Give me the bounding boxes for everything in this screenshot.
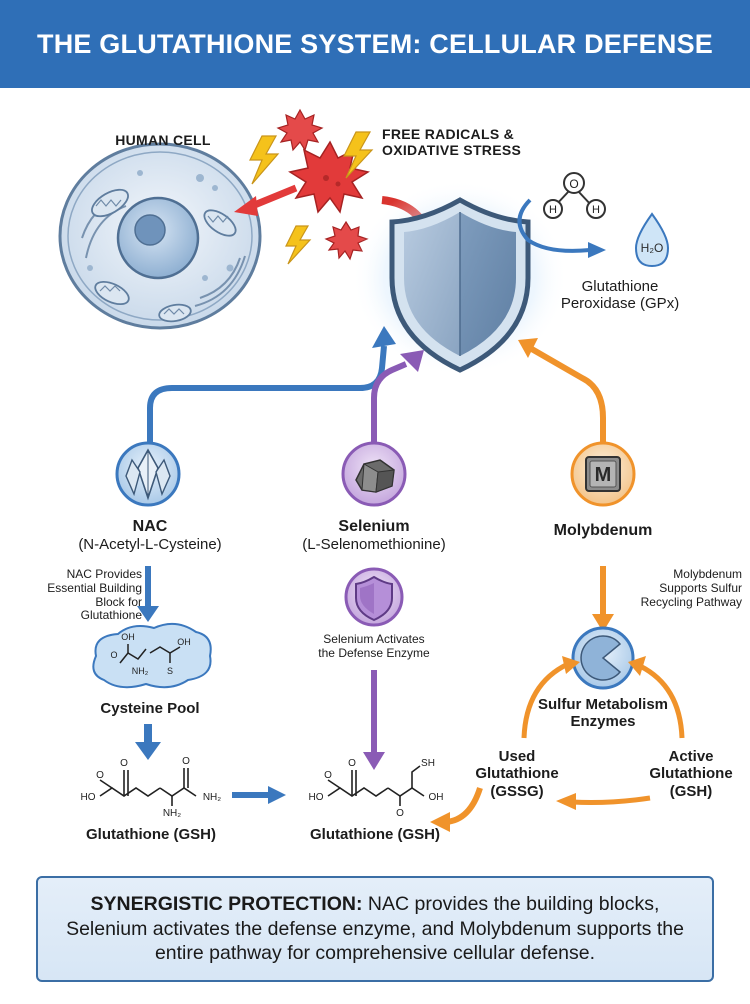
selenium-note: Selenium Activates the Defense Enzyme — [318, 632, 430, 660]
gpx-arrow — [517, 198, 591, 253]
gsh-left-label: Glutathione (GSH) — [86, 826, 216, 843]
molybdenum-to-shield-arrow — [528, 345, 606, 445]
gsh-mid-o3: O — [396, 808, 404, 819]
water-drop-icon — [634, 212, 670, 268]
header-banner: THE GLUTATHIONE SYSTEM: CELLULAR DEFENSE — [0, 0, 750, 88]
summary-box: SYNERGISTIC PROTECTION: NAC provides the… — [36, 876, 714, 982]
recycle-arrow-bottom — [571, 795, 651, 805]
summary-text: SYNERGISTIC PROTECTION: NAC provides the… — [58, 892, 692, 965]
recycle-arrow-right — [638, 663, 685, 739]
lightning-icon — [249, 131, 374, 265]
gsh-mid-o1: O — [348, 758, 356, 769]
gsh-middle-label: Glutathione (GSH) — [310, 826, 440, 843]
pool-oh2-label: OH — [177, 637, 191, 647]
nac-full-name: (N-Acetyl-L-Cysteine) — [78, 536, 222, 554]
gsh-left-nh2a: NH₂ — [163, 808, 181, 819]
diagram-graphics: O H H H₂O — [58, 108, 685, 832]
molybdenum-symbol: M — [595, 464, 612, 486]
human-cell-label: HUMAN CELL — [115, 132, 211, 148]
cysteine-pool-label: Cysteine Pool — [100, 700, 200, 717]
gsh-mid-ho: HO — [309, 792, 324, 803]
selenium-full-name: (L-Selenomethionine) — [302, 536, 446, 554]
pool-nh2-label: NH₂ — [132, 666, 149, 676]
h2o-label: H₂O — [641, 241, 664, 255]
molybdenum-note: Molybdenum Supports Sulfur Recycling Pat… — [640, 567, 742, 609]
glutathione-molecule-left — [99, 768, 197, 806]
free-radicals-label: FREE RADICALS & OXIDATIVE STRESS — [382, 126, 522, 159]
pool-s-label: S — [167, 666, 173, 676]
page-title: THE GLUTATHIONE SYSTEM: CELLULAR DEFENSE — [37, 28, 713, 59]
shield-icon — [389, 197, 531, 373]
water-h2-label: H — [592, 204, 600, 216]
used-glutathione-label: Used Glutathione (GSSG) — [475, 748, 559, 800]
radical-attack-arrow — [250, 184, 298, 210]
pool-o-label: O — [110, 650, 117, 660]
selenium-name: Selenium — [338, 518, 410, 535]
selenium-rock-icon — [341, 441, 407, 507]
selenium-shield-icon — [344, 567, 404, 627]
enzyme-pacman-icon — [571, 626, 635, 690]
water-molecule-icon — [543, 172, 606, 219]
recycle-arrow-left — [521, 661, 570, 739]
gsh-mid-oh: OH — [429, 792, 444, 803]
cell-icon — [58, 142, 262, 330]
water-h1-label: H — [549, 204, 557, 216]
gsh-left-o3: O — [182, 756, 190, 767]
gsh-left-nh2b: NH₂ — [203, 792, 221, 803]
glutathione-molecule-middle — [327, 765, 425, 806]
gsh-mid-o2: O — [324, 770, 332, 781]
nac-name: NAC — [132, 518, 168, 535]
cysteine-pool-icon — [92, 622, 212, 689]
water-o-label: O — [569, 177, 578, 191]
selenium-to-shield-arrow — [371, 361, 408, 445]
pool-oh-label: OH — [121, 632, 135, 642]
molybdenum-name: Molybdenum — [553, 522, 653, 539]
molybdenum-element-icon — [570, 441, 636, 507]
gsh-left-o1: O — [120, 758, 128, 769]
active-glutathione-label: Active Glutathione (GSH) — [649, 748, 733, 800]
gsh-mid-sh: SH — [421, 758, 435, 769]
sulfur-enzymes-label: Sulfur Metabolism Enzymes — [537, 696, 668, 731]
gsh-left-o2: O — [96, 770, 104, 781]
nac-to-shield-arrow — [147, 345, 387, 445]
gsh-left-ho: HO — [81, 792, 96, 803]
nac-label: NAC (N-Acetyl-L-Cysteine) — [60, 518, 240, 554]
crystal-icon — [115, 441, 181, 507]
summary-body: NAC provides the building blocks, Seleni… — [66, 893, 684, 965]
summary-bold: SYNERGISTIC PROTECTION: — [90, 893, 363, 916]
gpx-label: Glutathione Peroxidase (GPx) — [560, 278, 680, 313]
nac-note: NAC Provides Essential Building Block fo… — [47, 567, 142, 623]
glutathione-diagram: O H H H₂O — [0, 88, 750, 1004]
selenium-label: Selenium (L-Selenomethionine) — [284, 518, 464, 554]
